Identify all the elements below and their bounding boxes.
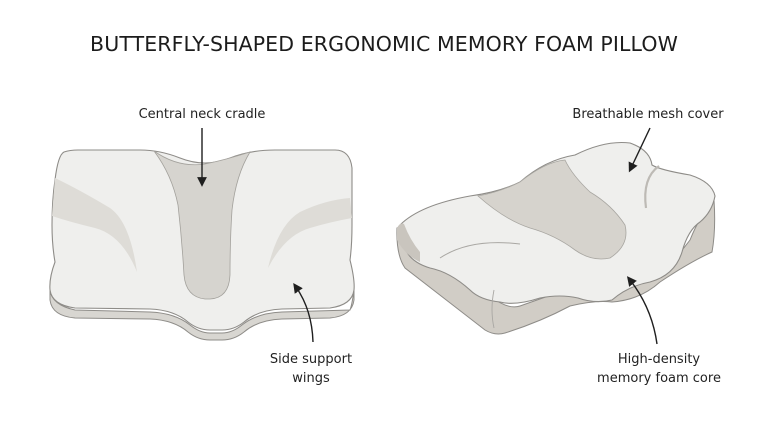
pillow-base-edge: [49, 289, 355, 341]
front-edge-line: [491, 289, 495, 329]
arrow-side-wings: [293, 282, 314, 343]
perspective-view-pillow: [396, 141, 716, 335]
label-text: Central neck cradle: [138, 107, 266, 122]
central-neck-cradle-shape: [153, 150, 251, 300]
cradle-channel-3d: [477, 159, 627, 260]
label-breathable-mesh-cover: Breathable mesh cover: [550, 105, 746, 124]
label-line: High-density: [617, 352, 701, 367]
right-wing-shade: [268, 198, 352, 268]
label-memory-foam-core: High-density memory foam core: [578, 350, 740, 388]
label-line: memory foam core: [597, 371, 721, 386]
right-wing-crease: [644, 165, 660, 209]
arrow-foam-core: [626, 276, 658, 345]
left-end-cap: [397, 223, 420, 262]
label-side-support-wings: Side support wings: [251, 350, 371, 388]
left-lip-crease: [439, 242, 521, 259]
left-wing-shade: [52, 178, 137, 272]
label-line: wings: [292, 371, 330, 386]
label-line: Side support: [269, 352, 353, 367]
label-central-neck-cradle: Central neck cradle: [122, 105, 282, 124]
label-text: Breathable mesh cover: [572, 107, 724, 122]
arrow-mesh-cover: [628, 127, 651, 173]
diagram-title: BUTTERFLY-SHAPED ERGONOMIC MEMORY FOAM P…: [90, 32, 678, 56]
top-view-pillow: [49, 149, 355, 341]
